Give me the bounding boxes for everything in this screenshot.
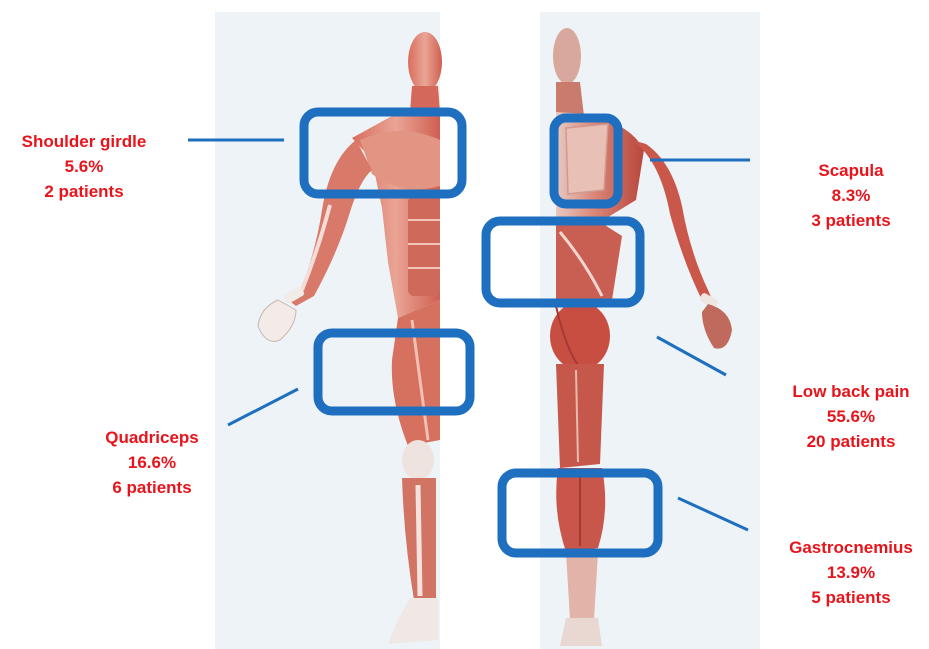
- low-back-pain-label: Low back pain 55.6% 20 patients: [771, 379, 929, 454]
- region-patients: 3 patients: [771, 208, 929, 233]
- front-head: [408, 32, 442, 92]
- back-hamstrings: [556, 364, 604, 468]
- region-percent: 55.6%: [771, 404, 929, 429]
- region-patients: 20 patients: [771, 429, 929, 454]
- region-patients: 5 patients: [771, 585, 929, 610]
- front-knee: [402, 440, 434, 480]
- scapula-label: Scapula 8.3% 3 patients: [771, 158, 929, 233]
- region-name: Gastrocnemius: [771, 535, 929, 560]
- back-heel: [560, 618, 602, 646]
- region-patients: 2 patients: [4, 179, 164, 204]
- back-head: [553, 28, 581, 84]
- region-percent: 5.6%: [4, 154, 164, 179]
- region-name: Shoulder girdle: [4, 129, 164, 154]
- back-lower-leg: [566, 552, 598, 620]
- region-name: Quadriceps: [72, 425, 232, 450]
- region-percent: 13.9%: [771, 560, 929, 585]
- gastrocnemius-label: Gastrocnemius 13.9% 5 patients: [771, 535, 929, 610]
- region-name: Low back pain: [771, 379, 929, 404]
- region-percent: 8.3%: [771, 183, 929, 208]
- back-gluteus: [550, 302, 610, 370]
- region-name: Scapula: [771, 158, 929, 183]
- shoulder-girdle-label: Shoulder girdle 5.6% 2 patients: [4, 129, 164, 204]
- front-abdomen: [408, 196, 440, 296]
- back-scapula: [566, 124, 608, 194]
- back-lower: [556, 222, 622, 302]
- region-patients: 6 patients: [72, 475, 232, 500]
- quadriceps-label: Quadriceps 16.6% 6 patients: [72, 425, 232, 500]
- region-percent: 16.6%: [72, 450, 232, 475]
